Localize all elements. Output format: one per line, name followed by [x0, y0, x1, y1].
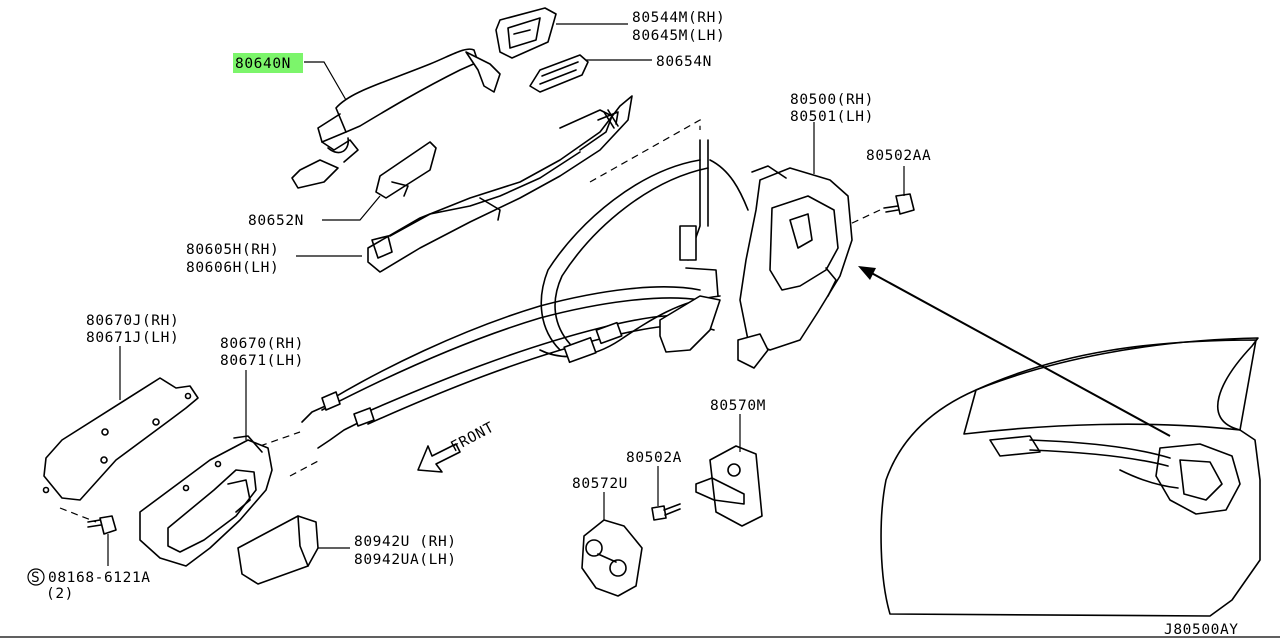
door-striker — [695, 445, 763, 527]
label-80605h: 80605H(RH) — [186, 242, 279, 258]
label-80670j: 80670J(RH) — [86, 313, 179, 329]
label-80645m: 80645M(LH) — [632, 28, 725, 44]
gasket-80654n — [529, 54, 589, 93]
dash-bolt — [849, 209, 881, 225]
inset-arrow — [858, 266, 1171, 437]
label-08168: 08168-6121A — [48, 570, 151, 586]
label-80501: 80501(LH) — [790, 109, 874, 125]
label-80572u: 80572U — [572, 476, 628, 492]
cables — [301, 139, 749, 449]
door-lock-actuator — [737, 165, 853, 369]
screw-08168 — [87, 515, 117, 535]
screw-80502a — [651, 503, 681, 521]
outside-door-handle — [291, 48, 501, 189]
diagram-id: J80500AY — [1164, 622, 1239, 638]
label-80942u: 80942U (RH) — [354, 534, 457, 550]
car-door-inset — [880, 337, 1261, 617]
part-labels: 80544M(RH) 80645M(LH) 80640N 80654N 8050… — [27, 10, 1239, 638]
outside-handle-escutcheon — [495, 7, 557, 59]
label-80502a: 80502A — [626, 450, 682, 466]
handle-cover — [237, 515, 319, 585]
s-circle-icon — [27, 568, 45, 586]
highlight-80640n — [233, 53, 303, 73]
dash-bracket-screw — [59, 507, 97, 523]
dash-inside-handle2 — [289, 459, 321, 477]
label-80640n: 80640N — [235, 56, 291, 72]
label-80502aa: 80502AA — [866, 148, 931, 164]
label-08168-qty: (2) — [46, 586, 74, 602]
label-80670: 80670(RH) — [220, 336, 304, 352]
label-80500: 80500(RH) — [790, 92, 874, 108]
inside-door-handle — [139, 435, 273, 567]
bolt-80502aa — [883, 193, 915, 215]
seal-80652n — [375, 141, 437, 199]
front-direction-arrow — [417, 443, 461, 473]
dash-inside-handle — [259, 431, 301, 447]
inside-handle-bracket — [42, 377, 199, 501]
label-s-mark: S — [31, 570, 40, 586]
label-80942ua: 80942UA(LH) — [354, 552, 457, 568]
handle-frame — [367, 95, 633, 273]
label-80654n: 80654N — [656, 54, 712, 70]
label-80652n: 80652N — [248, 213, 304, 229]
label-80671j: 80671J(LH) — [86, 330, 179, 346]
leader-lines — [107, 23, 905, 566]
striker-shim — [581, 519, 643, 597]
label-80606h: 80606H(LH) — [186, 260, 279, 276]
label-80570m: 80570M — [710, 398, 766, 414]
label-80544m: 80544M(RH) — [632, 10, 725, 26]
label-front: FRONT — [448, 420, 497, 456]
label-80671: 80671(LH) — [220, 353, 304, 369]
dash-frame-lock — [589, 118, 701, 183]
